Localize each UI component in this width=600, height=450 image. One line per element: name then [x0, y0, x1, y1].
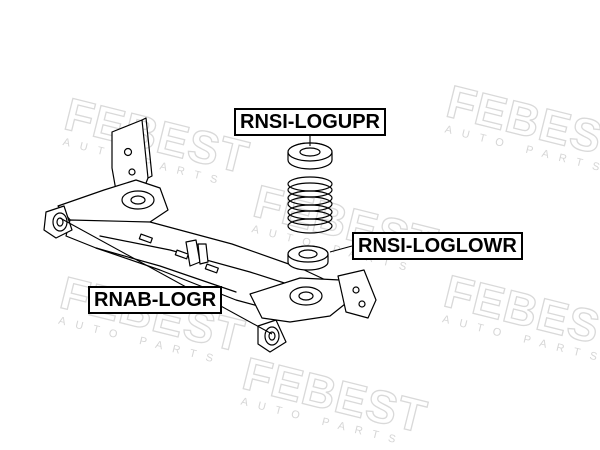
right-spring-seat-inner — [298, 291, 314, 301]
cross-beam-lower-edge — [95, 247, 237, 293]
leader-line-bushing — [59, 217, 273, 335]
part-label-bushing: RNAB-LOGR — [88, 286, 223, 314]
bracket-edge — [141, 117, 153, 179]
bracket-bolt-hole — [352, 286, 360, 294]
lower-spring-insulator — [287, 245, 329, 271]
beam-slot — [204, 263, 219, 274]
leader-line-lower — [329, 245, 353, 253]
axle-beam-drawing — [43, 117, 377, 353]
beam-slot — [138, 233, 153, 244]
center-tab — [197, 243, 209, 265]
coil-spring — [287, 176, 333, 234]
bracket-bolt-hole — [128, 168, 136, 176]
cross-beam-upper-edge — [99, 235, 301, 289]
upper-spring-insulator — [287, 142, 333, 170]
part-label-upper: RNSI-LOGUPR — [234, 108, 386, 136]
bracket-bolt-hole — [358, 300, 366, 308]
left-spring-seat-inner — [130, 195, 146, 205]
right-bushing-core — [268, 331, 276, 341]
beam-slot — [174, 249, 189, 260]
right-bracket-plate — [337, 269, 377, 319]
bracket-bolt-hole — [123, 147, 133, 157]
part-label-lower: RNSI-LOGLOWR — [352, 232, 523, 260]
